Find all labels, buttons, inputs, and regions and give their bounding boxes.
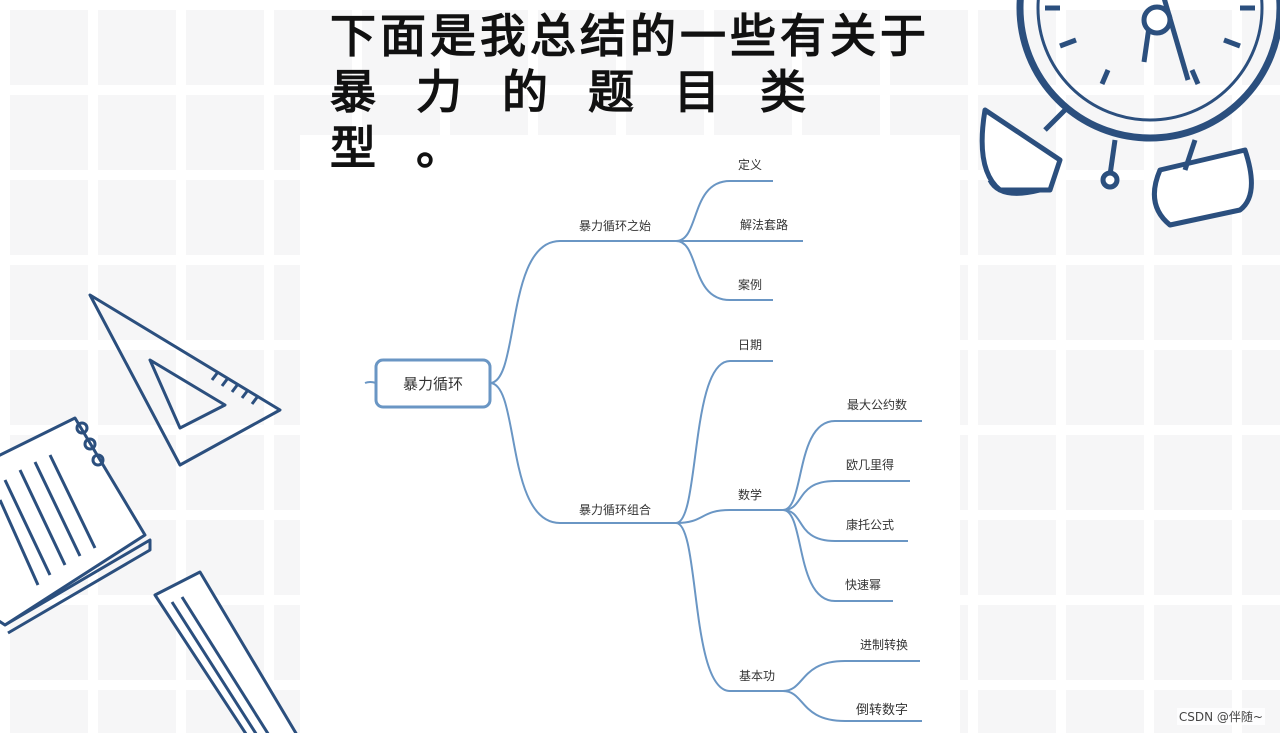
leaf-cantor: 康托公式 bbox=[846, 517, 894, 532]
root-node: 暴力循环 bbox=[403, 375, 463, 393]
basics-node: 基本功 bbox=[739, 669, 775, 683]
leaf-reverse-number: 倒转数字 bbox=[856, 703, 908, 718]
branch-start-label: 暴力循环之始 bbox=[579, 219, 651, 233]
math-node: 数学 bbox=[738, 487, 762, 502]
leaf-date: 日期 bbox=[738, 338, 762, 352]
leaf-base-conversion: 进制转换 bbox=[860, 637, 908, 652]
leaf-fast-power: 快速幂 bbox=[845, 578, 881, 592]
leaf-gcd: 最大公约数 bbox=[847, 397, 907, 412]
leaf-examples: 案例 bbox=[738, 277, 762, 292]
branch-combo-label: 暴力循环组合 bbox=[579, 502, 651, 517]
watermark: CSDN @伴随~ bbox=[1177, 708, 1265, 725]
leaf-euclid: 欧几里得 bbox=[846, 457, 894, 472]
leaf-definition: 定义 bbox=[738, 157, 762, 172]
leaf-solution-pattern: 解法套路 bbox=[740, 217, 788, 232]
